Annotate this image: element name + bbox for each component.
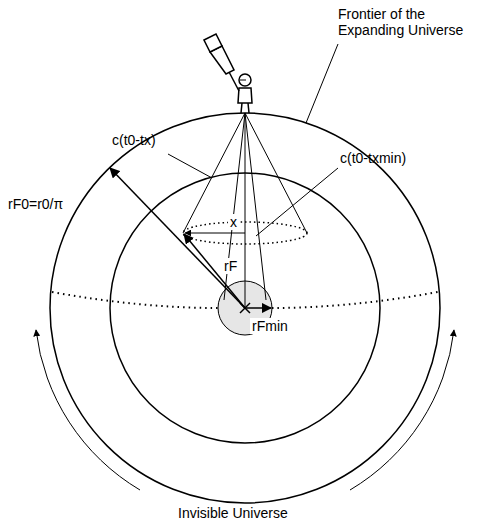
light-distance-label: c(t0-tx)	[112, 132, 156, 148]
min-radius-label: rFmin	[250, 318, 290, 334]
sight-lines	[183, 113, 307, 308]
observer-figure	[204, 34, 252, 113]
frontier-circle	[50, 113, 440, 503]
radius-arrow	[110, 168, 245, 308]
min-distance-label: c(t0-txmin)	[340, 150, 406, 166]
arc-arrow	[36, 330, 140, 490]
invisible-universe-label: Invisible Universe	[178, 505, 288, 521]
equator-dotted	[52, 292, 218, 308]
x-label: x	[228, 214, 239, 230]
radius-label: rF0=r0/π	[8, 196, 63, 212]
radius-arrow	[184, 234, 245, 308]
center-mark	[240, 303, 250, 313]
leader-lines	[168, 44, 338, 236]
frontier-label: Frontier of the Expanding Universe	[338, 6, 470, 38]
arc-arrow	[350, 330, 454, 490]
radius-label: rF	[222, 258, 239, 274]
x-arrow	[185, 233, 245, 234]
equator-dotted	[272, 292, 438, 308]
radius-arrow	[245, 307, 271, 309]
